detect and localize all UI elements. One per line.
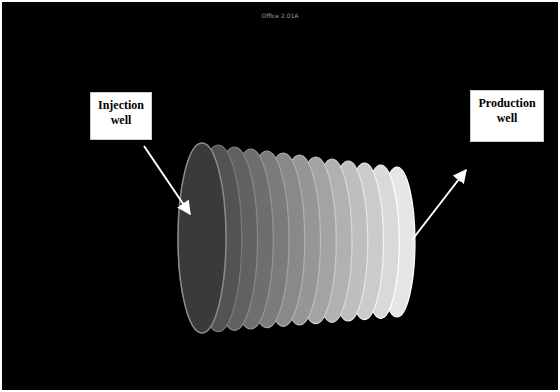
leader-arrow xyxy=(144,146,190,214)
label-box: Production well xyxy=(470,90,544,142)
watermark: Office 2.01A xyxy=(262,12,299,19)
well-label: Injection well xyxy=(94,98,148,128)
label-box: Injection well xyxy=(90,92,152,140)
core-face xyxy=(178,143,226,333)
core-disk xyxy=(178,143,226,333)
leader-arrow xyxy=(412,170,466,240)
core-disks xyxy=(178,143,415,333)
well-label: Production well xyxy=(474,96,540,126)
